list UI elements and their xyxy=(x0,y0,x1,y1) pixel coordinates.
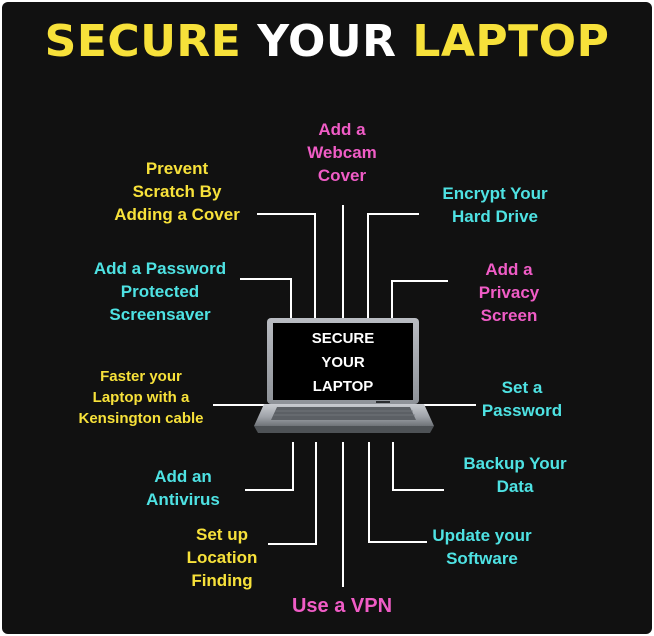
tip-location-finding: Set up Location Finding xyxy=(172,523,272,592)
laptop-brand-mark xyxy=(376,401,390,403)
connector-location-finding xyxy=(268,442,317,545)
tip-line: Password xyxy=(481,401,563,420)
connector-update-software xyxy=(368,442,427,543)
page-title: SECURE YOUR LAPTOP xyxy=(2,14,652,70)
tip-antivirus: Add an Antivirus xyxy=(128,465,238,511)
connector-backup-data xyxy=(392,442,444,491)
tip-line: Add a Password xyxy=(93,259,227,278)
tip-line: Faster your xyxy=(100,368,182,385)
tip-line: Add a xyxy=(485,260,533,279)
tip-line: Cover xyxy=(317,166,367,185)
tip-line: Laptop with a xyxy=(92,389,190,406)
tip-line: Use a VPN xyxy=(291,595,393,617)
tip-line: Antivirus xyxy=(146,490,220,509)
laptop-screen-text: SECURE YOUR LAPTOP xyxy=(278,327,408,399)
tip-line: Update your xyxy=(432,526,532,545)
tip-line: Screensaver xyxy=(109,305,211,324)
tip-line: Add an xyxy=(154,467,212,486)
title-word-your: YOUR xyxy=(257,16,397,67)
tip-set-password: Set a Password xyxy=(472,376,572,422)
laptop-keyboard xyxy=(271,407,416,420)
laptop-illustration xyxy=(254,318,434,433)
tip-line: Scratch By xyxy=(132,182,222,201)
tip-webcam-cover: Add a Webcam Cover xyxy=(282,118,402,187)
title-word-secure: SECURE xyxy=(44,16,242,67)
tip-privacy-screen: Add a Privacy Screen xyxy=(454,258,564,327)
tip-backup-data: Backup Your Data xyxy=(450,452,580,498)
tip-line: Privacy xyxy=(478,283,540,302)
tip-line: Hard Drive xyxy=(452,207,538,226)
screen-line: YOUR xyxy=(321,354,365,371)
tip-line: Screen xyxy=(480,306,538,325)
tip-encrypt-drive: Encrypt Your Hard Drive xyxy=(430,182,560,228)
tip-line: Prevent xyxy=(145,159,209,178)
tip-line: Finding xyxy=(191,571,253,590)
screen-line: SECURE xyxy=(311,330,375,347)
tip-line: Location xyxy=(186,548,258,567)
tip-line: Add a xyxy=(318,120,366,139)
tip-line: Backup Your xyxy=(463,454,567,473)
tip-line: Adding a Cover xyxy=(114,205,240,224)
tip-line: Protected xyxy=(120,282,200,301)
connector-antivirus xyxy=(245,442,294,491)
tip-password-screensaver: Add a Password Protected Screensaver xyxy=(80,257,240,326)
connector-privacy-screen xyxy=(391,280,448,320)
connector-encrypt-drive xyxy=(367,213,419,320)
connector-lines xyxy=(213,205,476,587)
tip-line: Data xyxy=(496,477,534,496)
laptop-bottom-edge xyxy=(254,426,434,433)
screen-line: LAPTOP xyxy=(312,378,374,395)
title-word-laptop: LAPTOP xyxy=(412,16,610,67)
tip-line: Set a xyxy=(501,378,543,397)
tip-kensington-cable: Faster your Laptop with a Kensington cab… xyxy=(66,366,216,429)
connector-prevent-scratch xyxy=(257,213,316,320)
tip-line: Encrypt Your xyxy=(442,184,548,203)
tip-prevent-scratch: Prevent Scratch By Adding a Cover xyxy=(102,157,252,226)
tip-line: Kensington cable xyxy=(78,410,204,427)
tip-vpn: Use a VPN xyxy=(272,592,412,620)
tip-update-software: Update your Software xyxy=(422,524,542,570)
laptop-screen xyxy=(273,323,413,400)
tip-line: Set up xyxy=(196,525,248,544)
tip-line: Software xyxy=(446,549,518,568)
connector-password-screensaver xyxy=(240,278,292,320)
tip-line: Webcam xyxy=(307,143,377,162)
